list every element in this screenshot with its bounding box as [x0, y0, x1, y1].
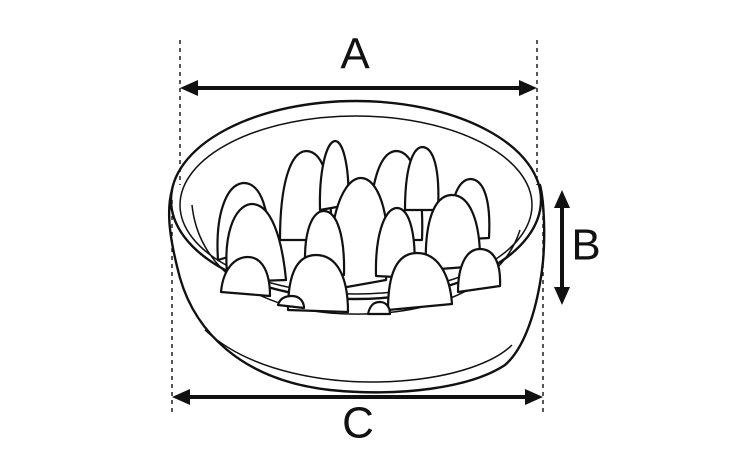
nub — [219, 255, 272, 298]
dimension-b-arrow — [554, 190, 570, 305]
bowl-outer-wall — [167, 183, 546, 394]
bowl-rim-outer — [169, 99, 543, 301]
nub — [366, 300, 392, 316]
dimension-label-b: B — [571, 221, 600, 270]
maze-nubs — [216, 139, 502, 316]
nub — [424, 193, 482, 272]
dimension-c-arrow — [172, 389, 543, 405]
dimension-label-a: A — [340, 30, 370, 79]
nub — [276, 294, 306, 310]
bowl-rim-inner — [179, 115, 533, 295]
bowl-illustration — [167, 99, 546, 394]
dimension-a-arrow — [180, 80, 537, 96]
dimension-label-c: C — [342, 399, 374, 448]
nub — [403, 145, 440, 212]
bowl-base-edge — [204, 329, 513, 383]
nub — [386, 251, 454, 312]
nub — [286, 253, 350, 314]
nub — [456, 247, 502, 294]
dimension-guides — [171, 40, 544, 415]
